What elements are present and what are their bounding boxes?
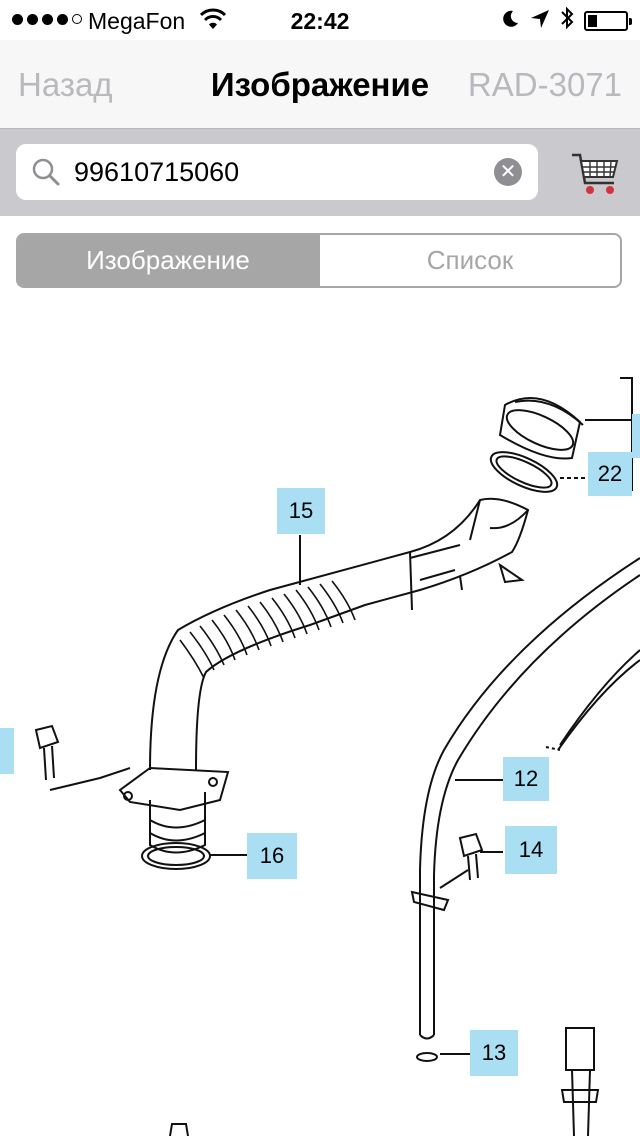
parts-drawing xyxy=(34,377,640,1137)
filler-hose-drawing xyxy=(149,497,530,771)
part-code-button[interactable]: RAD-3071 xyxy=(467,66,622,103)
callout-22[interactable]: 22 xyxy=(588,452,632,496)
washer-13-drawing xyxy=(416,1052,438,1062)
view-mode-segmented-control: Изображение Список xyxy=(16,233,622,288)
bluetooth-icon xyxy=(560,6,574,36)
status-bar: MegaFon 22:42 xyxy=(0,0,640,40)
parts-diagram[interactable]: 22 15 12 14 16 13 xyxy=(0,290,640,1137)
callout-12[interactable]: 12 xyxy=(503,757,549,801)
do-not-disturb-icon xyxy=(500,8,520,35)
cart-button[interactable] xyxy=(570,149,620,199)
callout-13[interactable]: 13 xyxy=(470,1030,518,1076)
callout-offscreen-top xyxy=(632,414,640,458)
search-query[interactable]: 99610715060 xyxy=(74,157,240,187)
clear-search-button[interactable]: ✕ xyxy=(494,158,522,186)
battery-icon xyxy=(584,11,632,31)
search-bar: 99610715060 ✕ xyxy=(0,129,640,216)
carrier-name: MegaFon xyxy=(88,8,186,34)
search-input[interactable]: 99610715060 ✕ xyxy=(16,144,538,200)
bolt-left-drawing xyxy=(34,724,131,791)
location-arrow-icon xyxy=(530,8,550,35)
back-button[interactable]: Назад xyxy=(18,66,113,103)
navigation-bar: Назад Изображение RAD-3071 xyxy=(0,40,640,129)
hose-fitting-drawing xyxy=(560,1027,600,1137)
callout-offscreen-left xyxy=(0,728,14,774)
signal-strength-icon xyxy=(12,14,82,25)
wifi-icon xyxy=(199,8,227,36)
tab-list[interactable]: Список xyxy=(318,235,620,286)
page-title: Изображение xyxy=(210,66,430,103)
bolt-14-drawing xyxy=(458,832,503,881)
search-icon xyxy=(30,156,62,193)
tab-image[interactable]: Изображение xyxy=(18,235,318,286)
callout-15[interactable]: 15 xyxy=(277,488,325,534)
filler-cap-drawing xyxy=(489,397,632,493)
callout-14[interactable]: 14 xyxy=(505,826,557,874)
callout-16[interactable]: 16 xyxy=(247,833,297,879)
clock: 22:42 xyxy=(290,8,350,34)
breather-pipe-drawing xyxy=(410,557,640,1040)
cart-icon xyxy=(572,153,619,194)
hose-outlet-drawing xyxy=(118,766,230,854)
